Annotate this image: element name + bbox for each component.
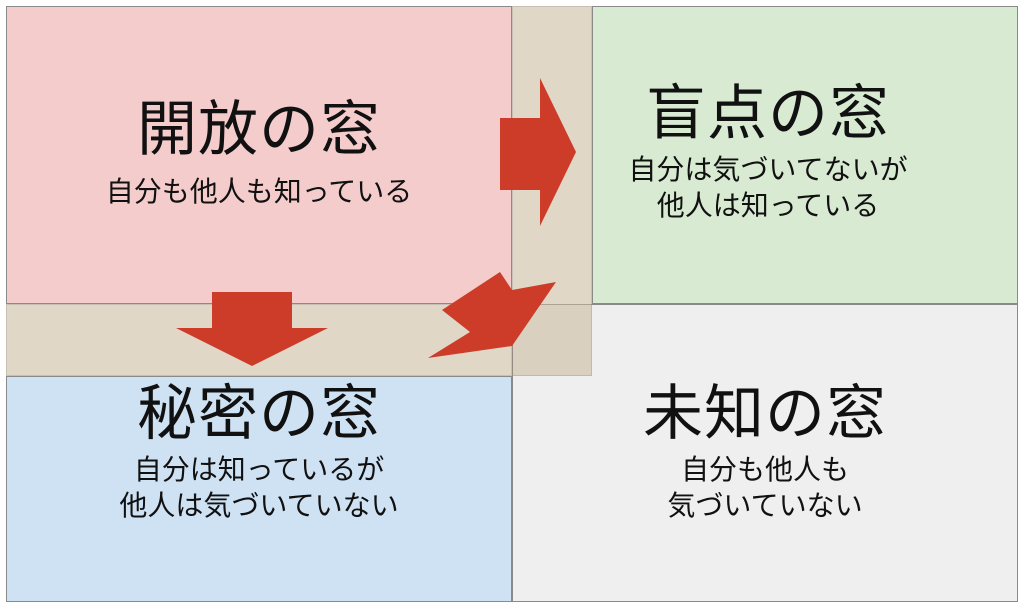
arrow-open-to-unknown-icon [428, 272, 556, 358]
open-window-pane [6, 6, 512, 304]
hidden-window-label: 秘密の窓 自分は知っているが 他人は気づいていない [6, 384, 512, 524]
blind-window-description-line: 自分は気づいてないが [628, 153, 908, 186]
arrow-open-to-blind-icon [500, 78, 576, 226]
hidden-window-description-line: 他人は気づいていない [119, 489, 399, 522]
unknown-window-description-line: 気づいていない [667, 489, 863, 522]
blind-window-description-line: 他人は知っている [656, 189, 880, 222]
blind-window-pane [592, 6, 1018, 304]
blind-window-label: 盲点の窓 自分は気づいてないが 他人は知っている [598, 84, 938, 224]
open-window-description-line: 自分も他人も知っている [105, 175, 413, 208]
unknown-window-pane [512, 304, 1018, 602]
hidden-window-title: 秘密の窓 [137, 379, 381, 449]
unknown-window-description: 自分も他人も 気づいていない [512, 452, 1018, 524]
open-window-title: 開放の窓 [137, 95, 381, 165]
hidden-window-pane [6, 376, 512, 602]
unknown-window-description-line: 自分も他人も [680, 453, 849, 486]
blind-window-title: 盲点の窓 [646, 79, 890, 149]
blind-window-description: 自分は気づいてないが 他人は知っている [598, 152, 938, 224]
open-window-description: 自分も他人も知っている [6, 174, 512, 210]
unknown-window-title: 未知の窓 [643, 379, 887, 449]
hidden-window-description: 自分は知っているが 他人は気づいていない [6, 452, 512, 524]
hidden-window-description-line: 自分は知っているが [133, 453, 385, 486]
open-window-label: 開放の窓 自分も他人も知っている [6, 100, 512, 210]
unknown-window-label: 未知の窓 自分も他人も 気づいていない [512, 384, 1018, 524]
arrow-open-to-hidden-icon [176, 292, 328, 366]
